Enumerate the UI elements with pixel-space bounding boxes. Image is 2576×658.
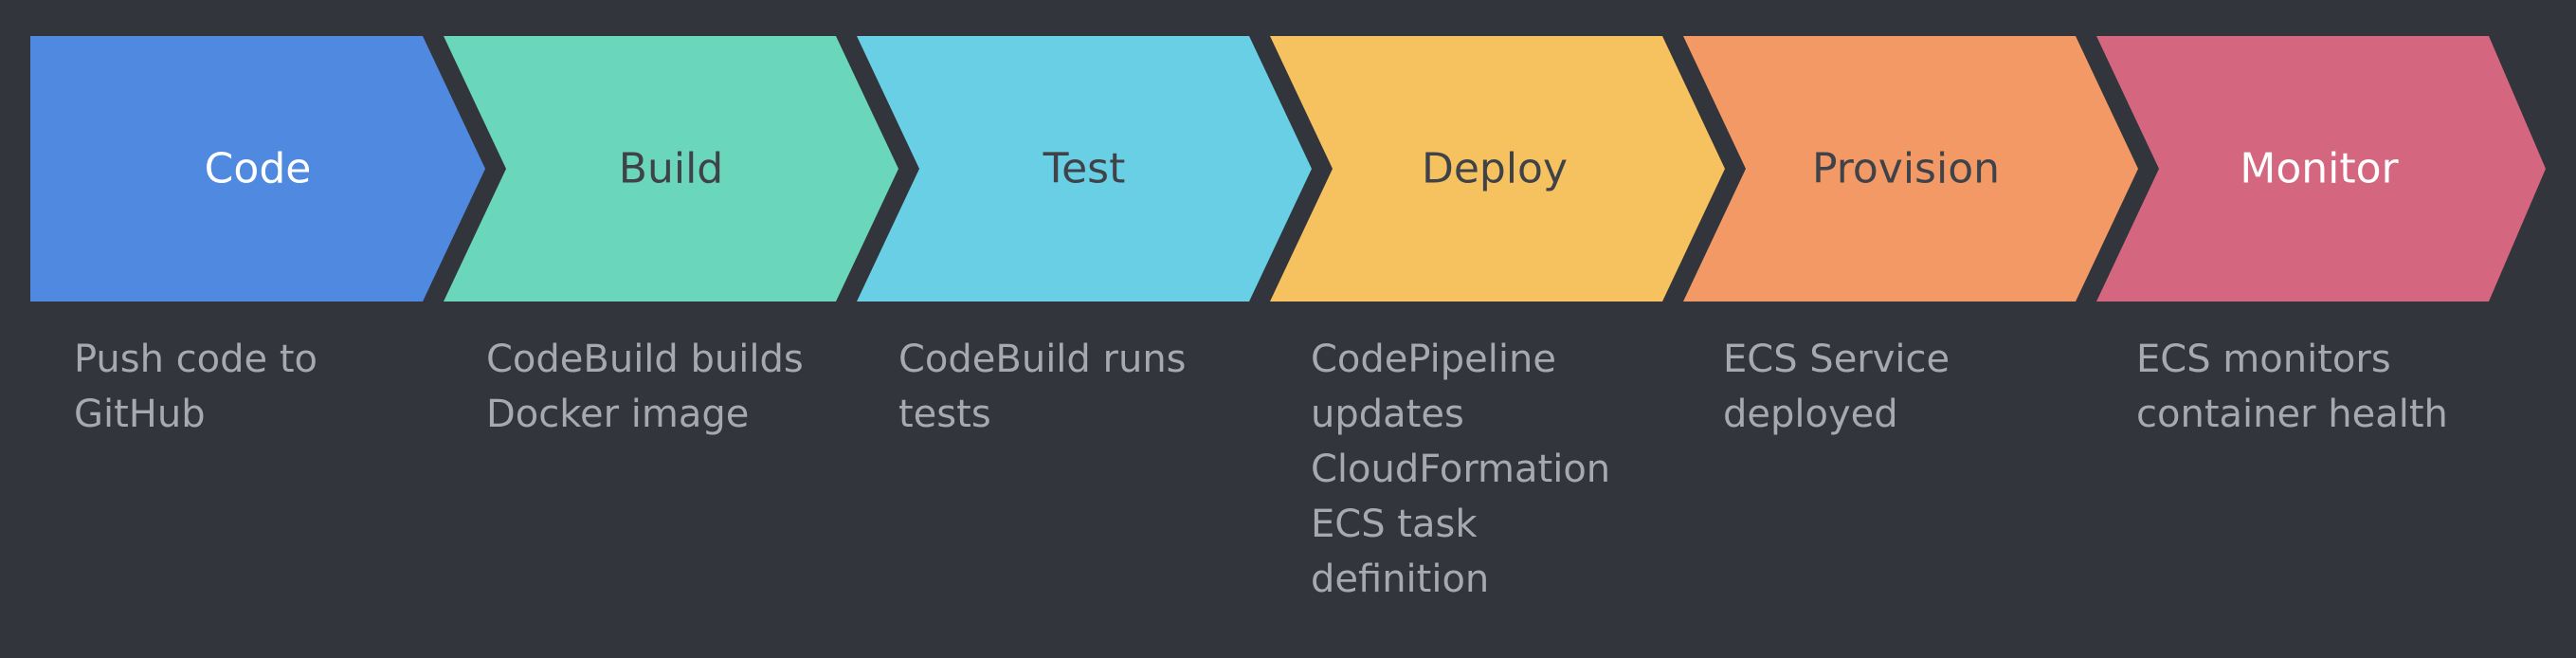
step-provision: Provision xyxy=(1683,36,2138,302)
step-test: Test xyxy=(857,36,1312,302)
step-code: Code xyxy=(30,36,485,302)
step-build: Build xyxy=(444,36,898,302)
step-deploy-label: Deploy xyxy=(1422,145,1568,193)
step-test-label: Test xyxy=(1043,145,1126,193)
step-monitor-shape xyxy=(2096,36,2546,302)
step-test-shape xyxy=(857,36,1312,302)
step-code-shape xyxy=(30,36,485,302)
step-monitor-label: Monitor xyxy=(2240,145,2399,193)
step-deploy: Deploy xyxy=(1270,36,1725,302)
step-build-shape xyxy=(444,36,898,302)
step-build-label: Build xyxy=(619,145,723,193)
step-test-description: CodeBuild runs tests xyxy=(898,338,1187,436)
step-monitor: Monitor xyxy=(2096,36,2546,302)
step-deploy-shape xyxy=(1270,36,1725,302)
step-deploy-description: CodePipeline updates CloudFormation ECS … xyxy=(1311,338,1611,601)
step-code-label: Code xyxy=(205,145,312,193)
step-provision-shape xyxy=(1683,36,2138,302)
step-build-description: CodeBuild builds Docker image xyxy=(486,338,804,436)
step-monitor-description: ECS monitors container health xyxy=(2136,338,2448,436)
step-provision-label: Provision xyxy=(1812,145,2000,193)
step-code-description: Push code to GitHub xyxy=(74,338,318,436)
step-provision-description: ECS Service deployed xyxy=(1723,338,1950,436)
